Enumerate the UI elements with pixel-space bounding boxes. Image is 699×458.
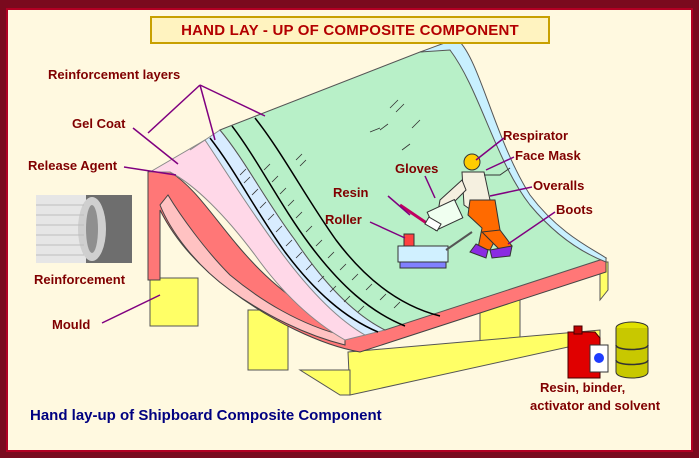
resin-brush <box>399 203 442 232</box>
label-gloves: Gloves <box>395 161 438 176</box>
fibre-texture <box>239 99 421 313</box>
label-boots: Boots <box>556 202 593 217</box>
page-title: HAND LAY - UP OF COMPOSITE COMPONENT <box>181 21 519 39</box>
label-release-agent: Release Agent <box>28 158 118 173</box>
yellow-base <box>149 261 609 396</box>
roller-tool <box>397 231 473 269</box>
label-materials-line1: Resin, binder, <box>540 380 625 395</box>
label-roller: Roller <box>325 212 362 227</box>
label-respirator: Respirator <box>503 128 568 143</box>
title-banner: HAND LAY - UP OF COMPOSITE COMPONENT <box>150 16 550 44</box>
label-overalls: Overalls <box>533 178 584 193</box>
label-mould: Mould <box>52 317 90 332</box>
diagram-caption: Hand lay-up of Shipboard Composite Compo… <box>30 407 382 424</box>
label-reinforcement: Reinforcement <box>34 272 126 287</box>
label-resin: Resin <box>333 185 368 200</box>
label-face-mask: Face Mask <box>515 148 582 163</box>
worker-figure <box>426 153 513 259</box>
leader-lines <box>101 84 556 324</box>
reinforcement-layer-strips <box>209 117 441 333</box>
label-reinforcement-layers: Reinforcement layers <box>48 67 180 82</box>
label-gel-coat: Gel Coat <box>72 116 126 131</box>
label-materials-line2: activator and solvent <box>530 398 661 413</box>
materials-containers <box>567 321 649 379</box>
reinforcement-fabric-image <box>36 195 132 263</box>
